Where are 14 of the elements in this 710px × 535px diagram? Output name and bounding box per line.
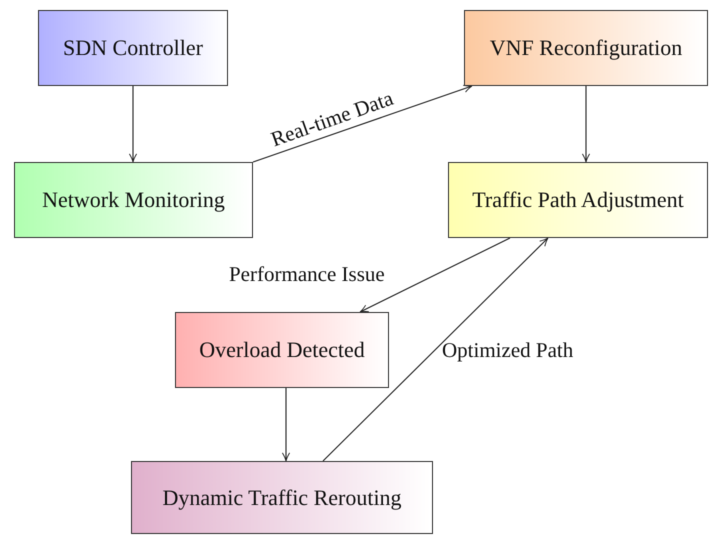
box-label: SDN Controller xyxy=(63,35,203,61)
process-box xyxy=(131,461,433,534)
box-label: Traffic Path Adjustment xyxy=(472,187,684,213)
process-box xyxy=(464,10,708,86)
box-label: VNF Reconfiguration xyxy=(490,35,682,61)
edge-label: Optimized Path xyxy=(442,338,574,363)
box-label: Dynamic Traffic Rerouting xyxy=(162,484,402,510)
edge-label: Performance Issue xyxy=(229,262,385,287)
process-box xyxy=(175,312,389,388)
box-label: Network Monitoring xyxy=(42,187,225,213)
box-label: Overload Detected xyxy=(199,337,365,363)
process-box xyxy=(448,162,708,238)
process-box xyxy=(38,10,228,86)
process-box xyxy=(14,162,253,238)
